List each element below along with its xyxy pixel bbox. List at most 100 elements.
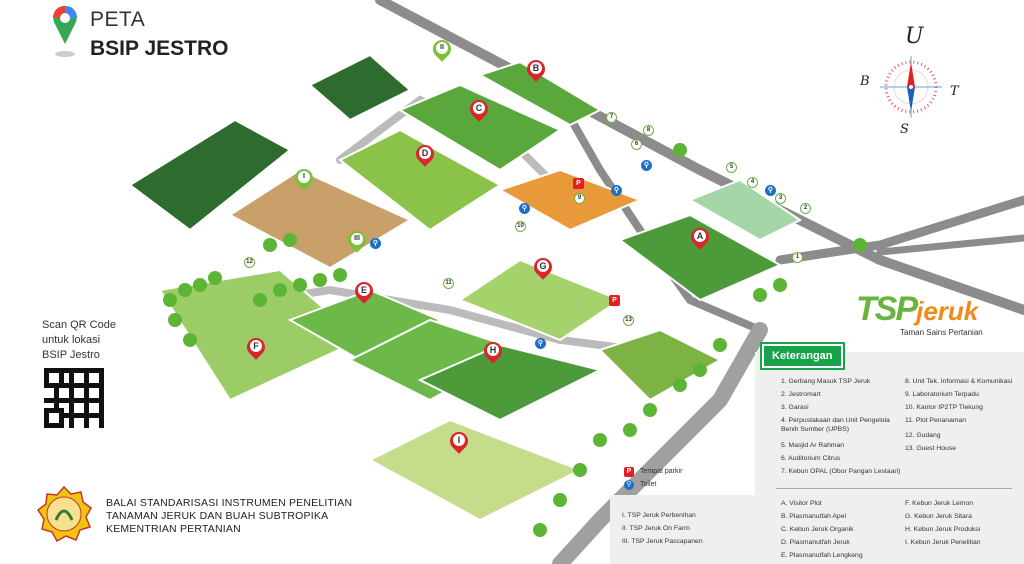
plot-area (338, 128, 502, 232)
qr-module (79, 418, 84, 423)
tree-icon (333, 268, 347, 282)
toilet-icon[interactable]: ⚲ (765, 185, 776, 196)
toilet-icon[interactable]: ⚲ (641, 160, 652, 171)
qr-module (54, 368, 59, 373)
qr-module (79, 413, 84, 418)
qr-module (59, 368, 64, 373)
plot-area (287, 288, 443, 362)
tree-icon (273, 283, 287, 297)
qr-module (99, 418, 104, 423)
qr-module (64, 423, 69, 428)
qr-module (84, 378, 89, 383)
facility-marker[interactable]: 11 (443, 278, 454, 289)
plot-marker[interactable]: H (480, 338, 506, 366)
qr-module (99, 383, 104, 388)
qr-module (74, 373, 79, 378)
qr-caption-line: BSIP Jestro (42, 349, 100, 361)
legend-panel: 1. Gerbang Masuk TSP Jeruk 2. Jestromart… (755, 352, 1024, 564)
facility-marker[interactable]: 2 (800, 203, 811, 214)
tsp-marker[interactable]: I (291, 165, 317, 193)
facility-marker[interactable]: 6 (631, 139, 642, 150)
toilet-icon[interactable]: ⚲ (519, 203, 530, 214)
plot-marker[interactable]: D (412, 141, 438, 169)
tree-icon (673, 143, 687, 157)
qr-module (49, 423, 54, 428)
parking-icon[interactable]: P (609, 295, 620, 306)
qr-module (54, 398, 59, 403)
plot-marker[interactable]: C (466, 96, 492, 124)
qr-module (74, 368, 79, 373)
qr-module (79, 368, 84, 373)
qr-module (59, 418, 64, 423)
qr-module (94, 418, 99, 423)
tsp-marker[interactable]: III (344, 227, 370, 255)
qr-module (44, 408, 49, 413)
toilet-icon[interactable]: ⚲ (611, 185, 622, 196)
qr-module (99, 403, 104, 408)
tree-icon (853, 238, 867, 252)
qr-module (69, 413, 74, 418)
plot-marker[interactable]: A (687, 224, 713, 252)
qr-module (74, 398, 79, 403)
qr-module (99, 373, 104, 378)
qr-module (79, 398, 84, 403)
plot-area (308, 53, 412, 122)
qr-module (94, 393, 99, 398)
facility-marker[interactable]: 7 (606, 112, 617, 123)
facility-marker[interactable]: 3 (775, 193, 786, 204)
logo-jeruk: jeruk (916, 296, 979, 326)
qr-module (59, 403, 64, 408)
qr-module (44, 403, 49, 408)
tree-icon (773, 278, 787, 292)
tree-icon (753, 288, 767, 302)
qr-module (54, 393, 59, 398)
legend-item: H. Kebun Jeruk Produksi (905, 526, 981, 533)
facility-marker[interactable]: 1 (792, 252, 803, 263)
qr-module (44, 388, 49, 393)
qr-module (64, 418, 69, 423)
plot-marker-label: D (419, 147, 431, 159)
qr-module (94, 423, 99, 428)
compass-rose-icon (876, 52, 946, 127)
tsp-marker[interactable]: II (429, 36, 455, 64)
qr-module (64, 408, 69, 413)
plot-marker[interactable]: G (530, 254, 556, 282)
qr-code[interactable] (44, 368, 104, 428)
qr-module (59, 383, 64, 388)
plot-marker[interactable]: F (243, 334, 269, 362)
toilet-icon[interactable]: ⚲ (370, 238, 381, 249)
qr-module (89, 408, 94, 413)
facility-marker[interactable]: 4 (747, 177, 758, 188)
legend-item: 6. Auditorium Citrus (781, 455, 841, 462)
toilet-icon[interactable]: ⚲ (535, 338, 546, 349)
facility-marker[interactable]: 9 (574, 193, 585, 204)
qr-module (99, 378, 104, 383)
qr-module (54, 378, 59, 383)
qr-module (99, 368, 104, 373)
plot-area (128, 118, 292, 232)
facility-marker[interactable]: 10 (515, 221, 526, 232)
logo-tsp: TSP (856, 290, 918, 328)
qr-module (44, 398, 49, 403)
qr-module (59, 398, 64, 403)
facility-marker[interactable]: 5 (726, 162, 737, 173)
qr-module (44, 413, 49, 418)
legend-item: 5. Masjid Ar Rahman (781, 442, 845, 449)
qr-module (79, 393, 84, 398)
qr-module (64, 393, 69, 398)
qr-module (89, 383, 94, 388)
plot-marker[interactable]: I (446, 428, 472, 456)
qr-module (64, 398, 69, 403)
facility-marker[interactable]: 8 (643, 125, 654, 136)
parking-icon[interactable]: P (573, 178, 584, 189)
qr-module (79, 388, 84, 393)
facility-marker[interactable]: 12 (244, 257, 255, 268)
qr-module (59, 413, 64, 418)
facility-marker[interactable]: 13 (623, 315, 634, 326)
qr-module (49, 373, 54, 378)
qr-module (69, 418, 74, 423)
plot-marker[interactable]: B (523, 56, 549, 84)
legend-item: 2. Jestromart (781, 391, 821, 398)
plot-marker[interactable]: E (351, 278, 377, 306)
